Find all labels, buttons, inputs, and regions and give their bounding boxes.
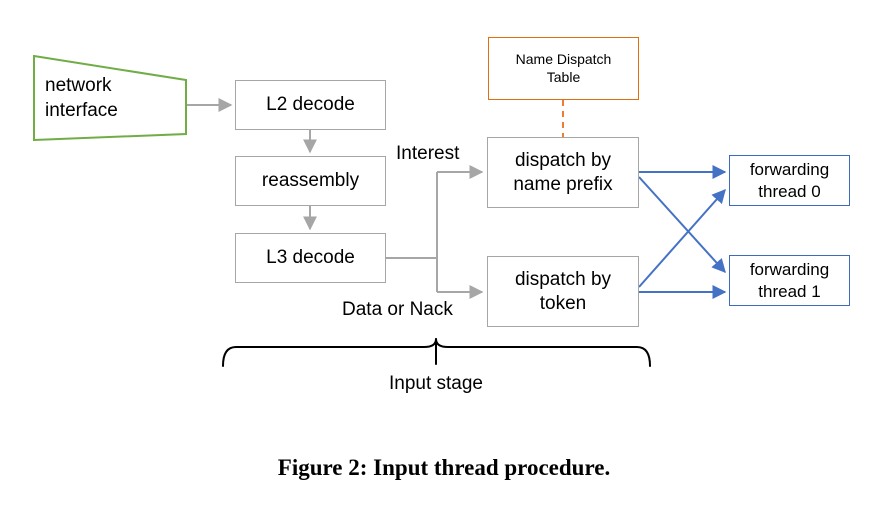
node-l2-decode[interactable]: L2 decode [235,80,386,130]
node-dispatch-by-name-prefix[interactable]: dispatch by name prefix [487,137,639,208]
node-name-dispatch-table[interactable]: Name Dispatch Table [488,37,639,100]
node-dispatch-by-name-prefix-label: dispatch by name prefix [513,149,613,195]
edge-label-interest: Interest [396,143,460,164]
node-network-interface[interactable]: network interface [33,55,187,141]
input-stage-label: Input stage [388,373,484,394]
node-name-dispatch-table-label: Name Dispatch Table [515,51,612,85]
edge-label-data-or-nack: Data or Nack [342,299,453,320]
node-forwarding-thread-0-label: forwarding thread 0 [749,160,830,201]
edge-token-to-forwarding-thread-0 [638,188,726,288]
node-l3-decode-label: L3 decode [266,247,355,269]
input-stage-brace [222,338,651,367]
node-forwarding-thread-1-label: forwarding thread 1 [749,260,830,301]
node-forwarding-thread-0[interactable]: forwarding thread 0 [729,155,850,206]
edge-name-prefix-to-forwarding-thread-1 [638,176,726,274]
node-dispatch-by-token[interactable]: dispatch by token [487,256,639,327]
node-reassembly[interactable]: reassembly [235,156,386,206]
node-forwarding-thread-1[interactable]: forwarding thread 1 [729,255,850,306]
figure-caption: Figure 2: Input thread procedure. [277,455,611,480]
node-l3-decode[interactable]: L3 decode [235,233,386,283]
node-reassembly-label: reassembly [261,170,360,192]
node-dispatch-by-token-label: dispatch by token [514,268,612,314]
node-network-interface-label: network interface [45,75,118,121]
trapezoid-shape [33,55,187,141]
node-l2-decode-label: L2 decode [266,94,355,116]
